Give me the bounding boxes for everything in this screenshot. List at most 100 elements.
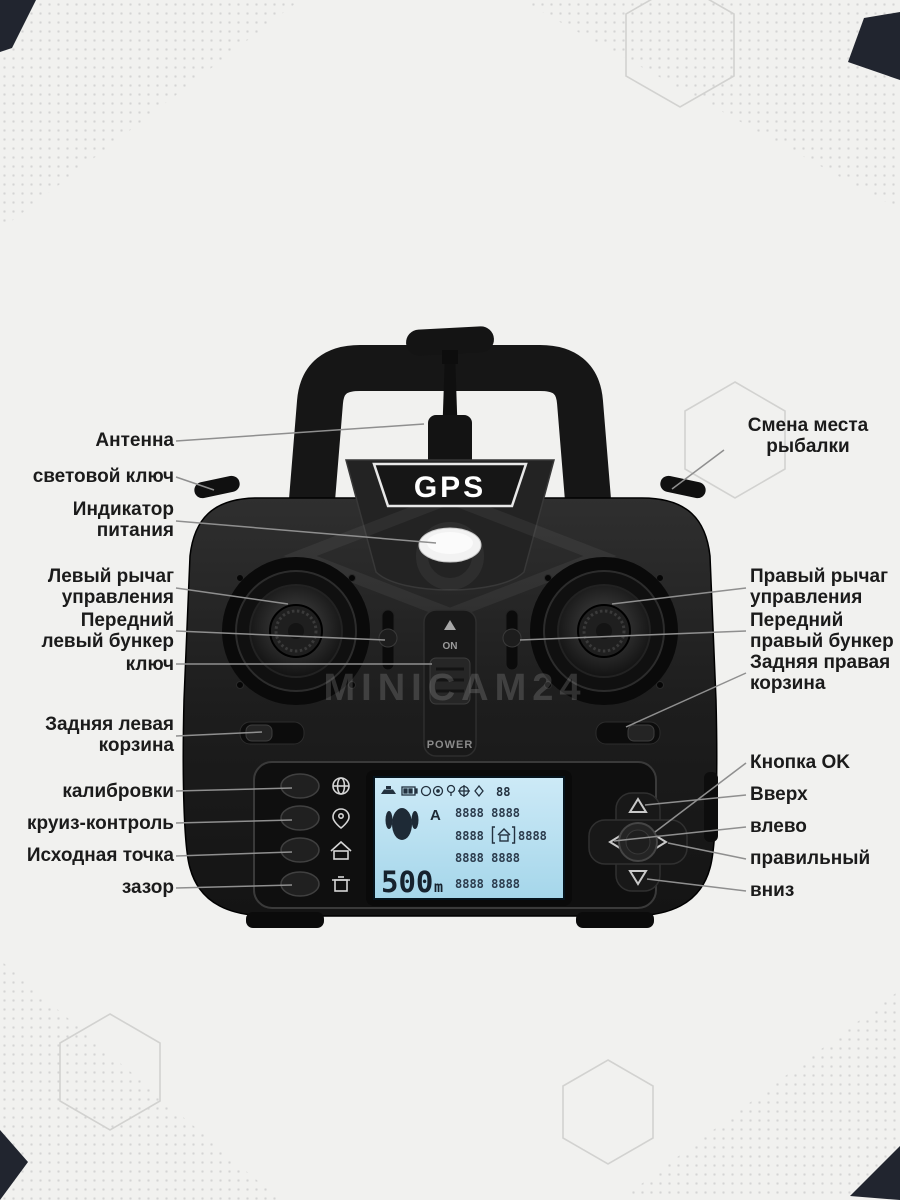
screw-icon — [236, 574, 244, 582]
lcd-seg-row4: 8888 8888 — [455, 877, 520, 891]
callout-line — [644, 794, 747, 806]
dpad — [588, 792, 688, 892]
dpad-ok-ring — [625, 829, 651, 855]
battery-icon — [401, 786, 418, 796]
label-calibration: калибровки — [62, 781, 174, 802]
screw-icon — [656, 574, 664, 582]
power-led-highlight — [427, 532, 473, 554]
screw-icon — [656, 681, 664, 689]
brand-watermark: MINICAM24 — [323, 667, 586, 709]
callout-line — [175, 787, 293, 792]
callout-lines — [175, 423, 747, 892]
lcd-distance-value: 500 — [381, 865, 433, 899]
rear-right-basket-toggle[interactable] — [595, 721, 661, 745]
label-gap: зазор — [121, 877, 174, 898]
home-point-button[interactable] — [280, 837, 320, 863]
callout-line — [646, 878, 747, 892]
callout-line — [175, 851, 293, 857]
cabin-icon — [386, 786, 391, 789]
callout-line — [175, 423, 425, 442]
lcd-home-icon — [491, 826, 516, 844]
callout-line — [175, 819, 293, 824]
bulb-icon — [446, 784, 456, 796]
watermark-eye-shape — [283, 491, 617, 621]
gap-button[interactable] — [280, 871, 320, 897]
status-circle-icon — [420, 785, 432, 797]
antenna-joint — [442, 350, 458, 364]
dpad-down-button[interactable] — [628, 870, 648, 886]
lcd-status-digits: 88 — [496, 785, 510, 799]
switch-power-label: POWER — [427, 739, 474, 751]
remote-controller: GPS — [182, 326, 718, 928]
boat-status-icon — [381, 789, 396, 794]
location-pin-icon — [332, 808, 350, 830]
hex-decoration — [684, 381, 786, 499]
screw-icon — [544, 681, 552, 689]
label-rear-left-basket: Задняя левая корзина — [45, 714, 174, 757]
label-rear-right-basket: Задняя правая корзина — [750, 652, 891, 695]
power-switch[interactable]: ON POWER — [423, 609, 477, 757]
label-change-fishing-spot: Смена места рыбалки — [747, 415, 869, 458]
front-right-hopper-lever[interactable] — [502, 609, 522, 671]
screw-icon — [544, 574, 552, 582]
dpad-up-button[interactable] — [628, 797, 648, 813]
gps-badge — [372, 462, 528, 508]
front-left-hopper-lever[interactable] — [378, 609, 398, 671]
callout-line — [667, 842, 747, 860]
callout-line — [175, 630, 386, 641]
cruise-control-button[interactable] — [280, 805, 320, 831]
label-front-right-hopper: Передний правый бункер — [750, 610, 894, 653]
side-ridge — [704, 772, 718, 842]
target-icon — [458, 785, 470, 797]
callout-line — [625, 672, 747, 728]
callout-line — [519, 630, 747, 641]
callout-line — [175, 884, 293, 889]
gps-label: GPS — [414, 471, 486, 504]
lcd-distance-unit: m — [434, 878, 443, 896]
corner-decoration — [848, 12, 900, 80]
callout-line — [175, 476, 215, 491]
label-left: влево — [750, 816, 807, 837]
callout-line — [175, 520, 437, 544]
home-icon — [330, 840, 352, 860]
change-spot-button[interactable] — [659, 474, 707, 499]
corner-decoration — [850, 1146, 900, 1200]
hex-decoration — [562, 1059, 654, 1165]
hex-decoration — [59, 1013, 161, 1131]
label-power-indicator: Индикатор питания — [72, 499, 174, 542]
foot — [246, 912, 324, 928]
foot — [576, 912, 654, 928]
label-key: ключ — [125, 654, 174, 675]
left-joystick[interactable] — [222, 557, 370, 705]
label-right: правильный — [750, 848, 871, 869]
corner-decoration — [0, 1130, 28, 1200]
lcd-boat-icon — [385, 808, 419, 840]
globe-calibration-icon — [332, 777, 350, 795]
rear-left-basket-toggle[interactable] — [239, 721, 305, 745]
lcd-seg-row2a: 8888 — [455, 829, 484, 843]
hex-decoration — [625, 0, 735, 108]
screw-icon — [348, 574, 356, 582]
status-circle-dot-icon — [432, 785, 444, 797]
up-arrow-icon — [444, 620, 456, 630]
label-front-left-hopper: Передний левый бункер — [41, 610, 174, 653]
callout-line — [611, 587, 747, 605]
label-light-key: световой ключ — [32, 466, 174, 487]
light-key-button[interactable] — [193, 474, 241, 499]
callout-line — [613, 826, 747, 842]
lcd-seg-row1: 8888 8888 — [455, 806, 520, 820]
antenna-top-bar — [406, 326, 494, 356]
lcd-seg-row3: 8888 8888 — [455, 851, 520, 865]
calibration-button[interactable] — [280, 773, 320, 799]
label-down: вниз — [750, 880, 795, 901]
callout-line — [671, 449, 725, 490]
label-right-stick: Правый рычаг управления — [750, 566, 889, 609]
screw-icon — [348, 681, 356, 689]
label-home-point: Исходная точка — [26, 845, 174, 866]
switch-on-label: ON — [443, 641, 458, 652]
label-up: Вверх — [750, 784, 808, 805]
corner-decoration — [0, 0, 36, 52]
satellite-icon — [474, 784, 484, 798]
label-ok-button: Кнопка OK — [750, 752, 851, 773]
